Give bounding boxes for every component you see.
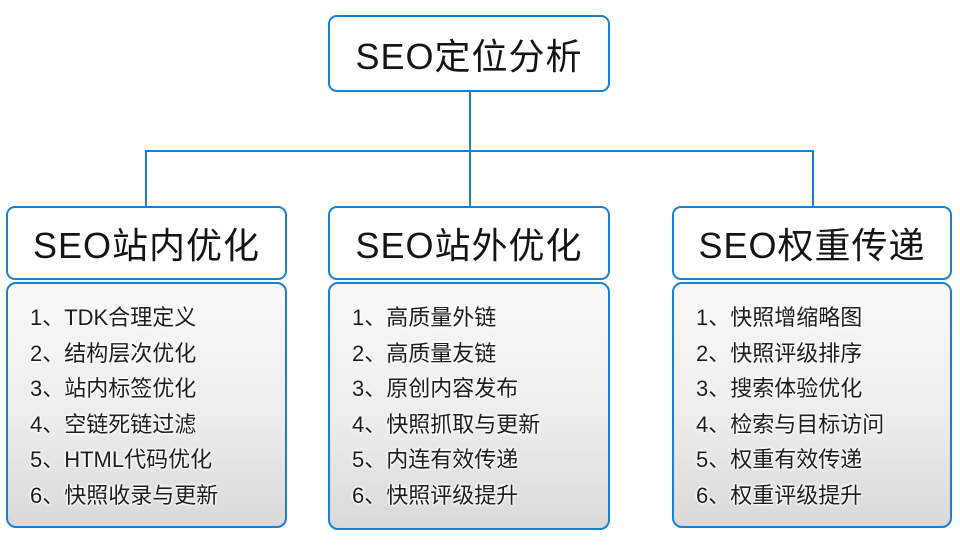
list-item: 2、快照评级排序 — [696, 340, 863, 366]
column-header-onsite-label: SEO站内优化 — [32, 225, 261, 266]
column-list-offsite: 1、高质量外链 2、高质量友链 3、原创内容发布 4、快照抓取与更新 5、内连有… — [328, 282, 610, 530]
column-list-weight: 1、快照增缩略图 2、快照评级排序 3、搜索体验优化 4、检索与目标访问 5、权… — [672, 282, 952, 528]
list-item: 5、权重有效传递 — [696, 447, 863, 472]
list-item: 6、快照收录与更新 — [30, 482, 219, 508]
list-item: 4、快照抓取与更新 — [352, 411, 541, 437]
list-item: 4、检索与目标访问 — [696, 411, 885, 437]
column-header-offsite: SEO站外优化 — [328, 206, 610, 280]
list-item: 5、内连有效传递 — [352, 447, 519, 472]
list-item: 5、HTML代码优化 — [30, 447, 213, 472]
connector-left-drop — [145, 150, 147, 208]
list-item: 2、高质量友链 — [352, 340, 497, 366]
column-header-offsite-label: SEO站外优化 — [355, 225, 583, 266]
list-item: 4、空链死链过滤 — [30, 411, 197, 437]
column-list-onsite: 1、TDK合理定义 2、结构层次优化 3、站内标签优化 4、空链死链过滤 5、H… — [6, 282, 287, 528]
list-item: 2、结构层次优化 — [30, 340, 197, 366]
list-item: 1、快照增缩略图 — [696, 305, 863, 330]
column-header-weight-label: SEO权重传递 — [698, 225, 926, 266]
list-item: 1、高质量外链 — [352, 305, 497, 330]
root-node-label: SEO定位分析 — [355, 35, 583, 77]
connector-horizontal — [145, 150, 814, 152]
list-item: 3、原创内容发布 — [352, 376, 519, 401]
list-item: 3、站内标签优化 — [30, 376, 197, 401]
list-item: 1、TDK合理定义 — [30, 305, 197, 330]
connector-right-drop — [812, 150, 814, 208]
column-header-onsite: SEO站内优化 — [6, 206, 287, 280]
list-item: 6、快照评级提升 — [352, 482, 519, 508]
list-item: 3、搜索体验优化 — [696, 376, 863, 401]
root-node: SEO定位分析 — [328, 15, 610, 92]
column-header-weight: SEO权重传递 — [672, 206, 952, 280]
list-item: 6、权重评级提升 — [696, 482, 863, 508]
